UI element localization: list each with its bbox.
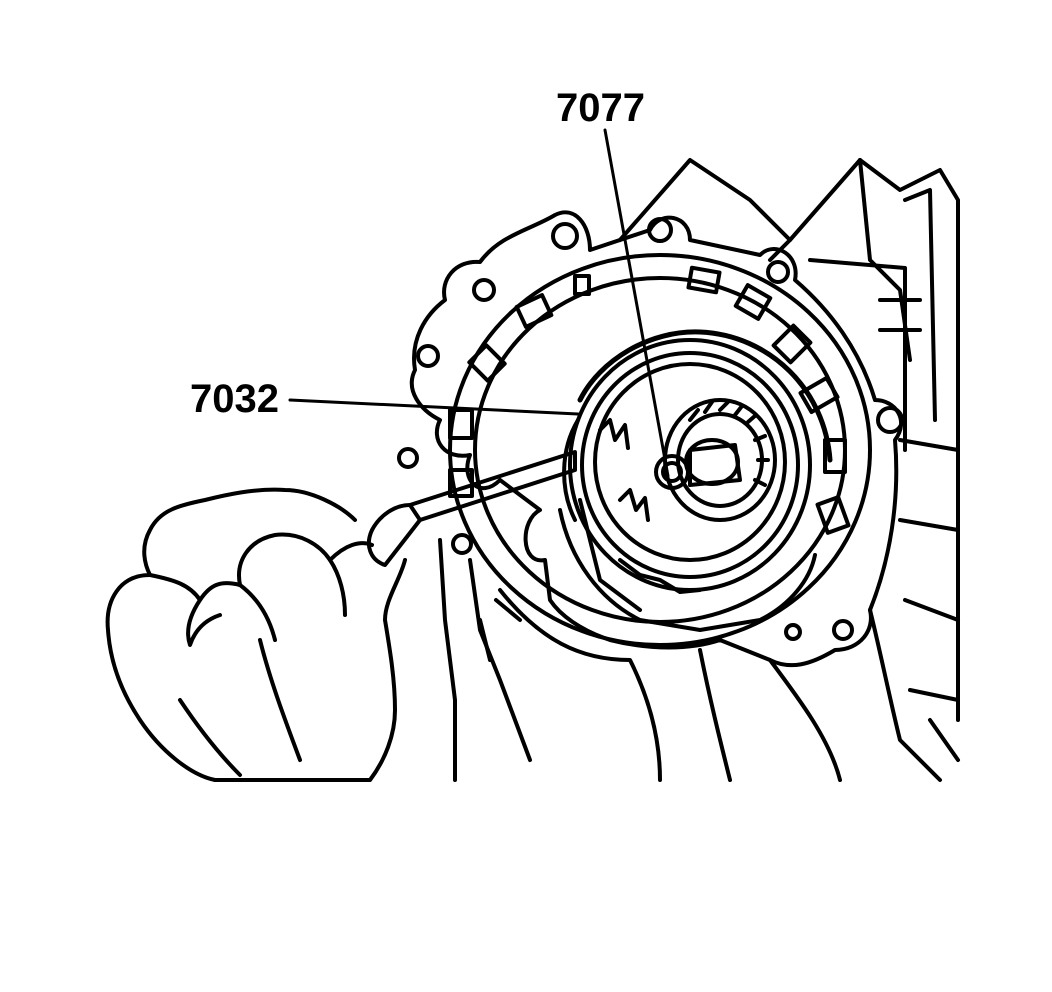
- callout-label-7032: 7032: [190, 377, 279, 421]
- callout-label-7077: 7077: [556, 86, 645, 130]
- hand-holding-screwdriver-icon: [105, 450, 577, 782]
- clutch-drum: [558, 338, 817, 632]
- inner-flange-ring: [448, 253, 872, 647]
- leader-7032: [288, 398, 580, 416]
- snap-ring: [562, 329, 833, 522]
- background-housing: [618, 158, 960, 762]
- outer-case-flange: [397, 210, 904, 668]
- case-body: [438, 538, 942, 782]
- leader-7077: [603, 128, 670, 478]
- leader-lines: [288, 128, 670, 478]
- output-shaft: [654, 398, 777, 522]
